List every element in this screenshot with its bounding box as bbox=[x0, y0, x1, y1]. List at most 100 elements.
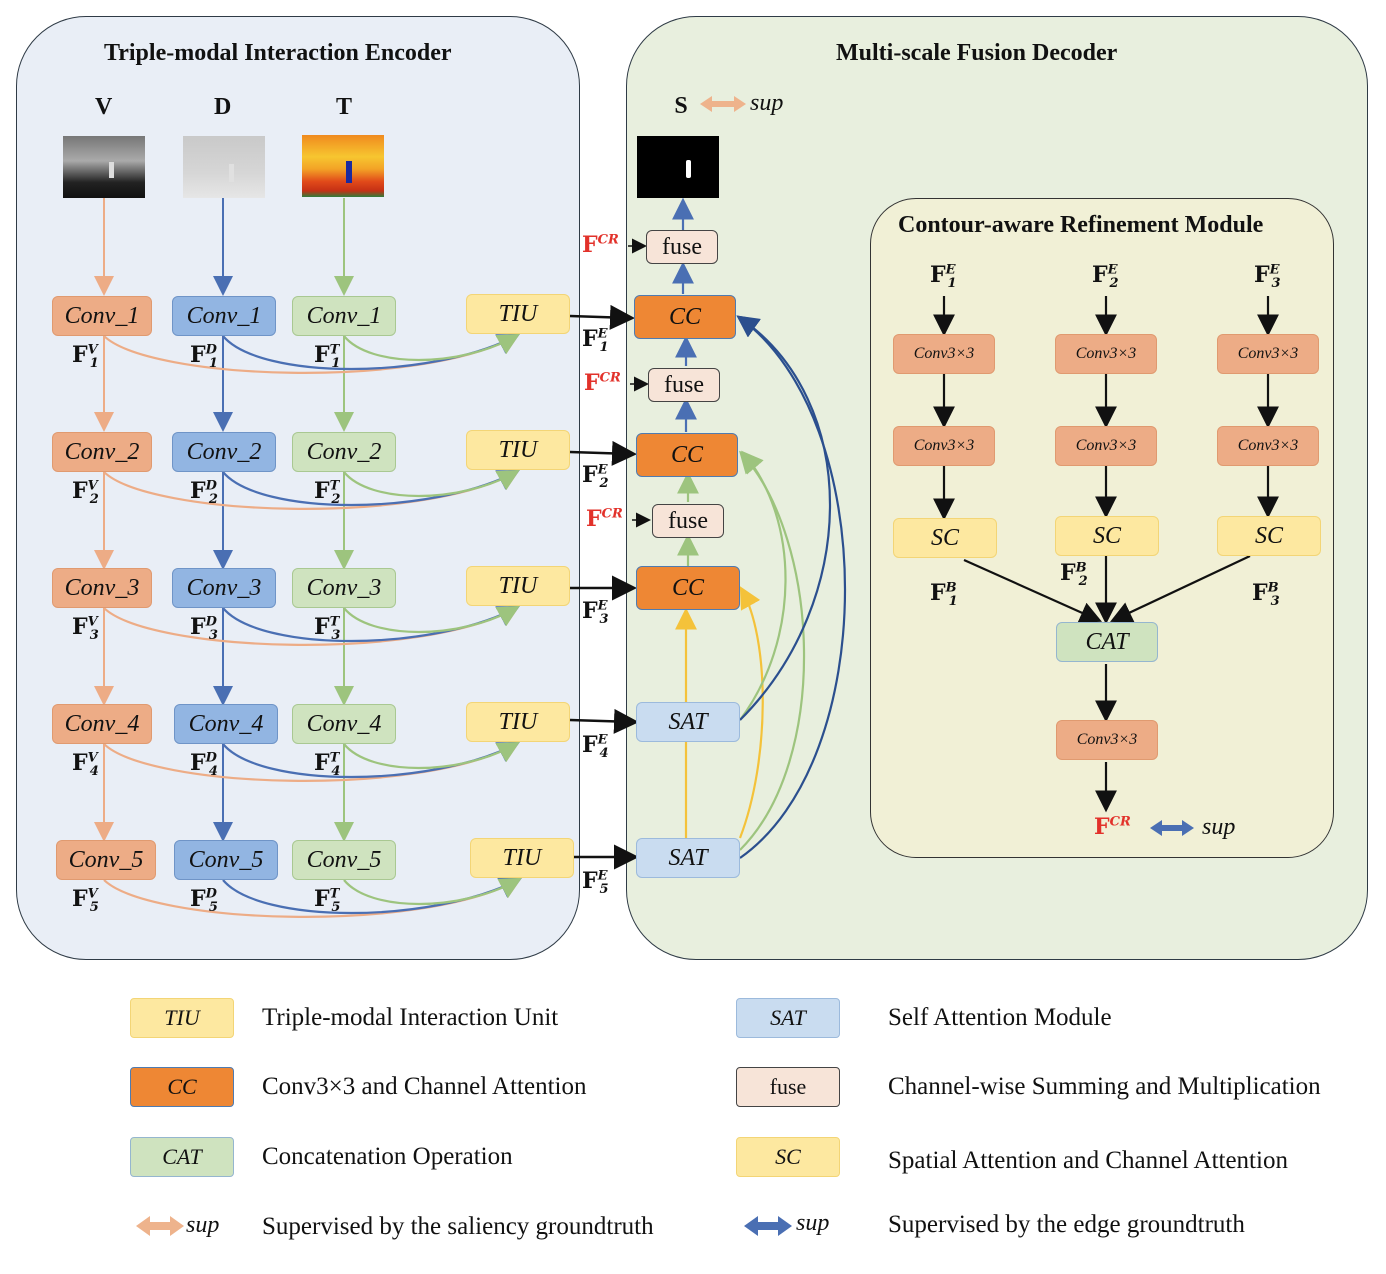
fuse-box-3: fuse bbox=[652, 504, 724, 538]
feature-label-d-4: FD4 bbox=[190, 750, 218, 780]
crm-output-conv: Conv3×3 bbox=[1056, 720, 1158, 760]
crm-sc-1: SC bbox=[893, 518, 997, 558]
saliency-output-image bbox=[637, 136, 719, 198]
thermal-input-image bbox=[302, 135, 384, 197]
feature-label-t-3: FT3 bbox=[314, 614, 341, 644]
tiu-box-2: TIU bbox=[466, 430, 570, 470]
crm-conv-1-1: Conv3×3 bbox=[893, 334, 995, 374]
conv-d-3: Conv_3 bbox=[172, 568, 276, 608]
legend-key-sc: SC bbox=[736, 1137, 840, 1177]
legend-text-4: Channel-wise Summing and Multiplication bbox=[888, 1073, 1321, 1100]
conv-t-3: Conv_3 bbox=[292, 568, 396, 608]
sat-box-2: SAT bbox=[636, 838, 740, 878]
feature-label-t-1: FT1 bbox=[314, 342, 341, 372]
crm-sup-label: sup bbox=[1202, 814, 1236, 840]
cc-box-3: CC bbox=[636, 566, 740, 610]
crm-conv-2-1: Conv3×3 bbox=[1055, 334, 1157, 374]
fuse-box-2: fuse bbox=[648, 368, 720, 402]
legend-key-fuse: fuse bbox=[736, 1067, 840, 1107]
sat-box-1: SAT bbox=[636, 702, 740, 742]
fuse-box-1: fuse bbox=[646, 230, 718, 264]
crm-fe-label-2: FE2 bbox=[1092, 262, 1119, 292]
legend-key-tiu: TIU bbox=[130, 998, 234, 1038]
conv-d-5: Conv_5 bbox=[174, 840, 278, 880]
modal-label-v: V bbox=[95, 94, 113, 120]
cc-box-1: CC bbox=[634, 295, 736, 339]
legend-sup-key-7: sup bbox=[186, 1212, 220, 1238]
tiu-input-curves bbox=[103, 333, 522, 918]
decoder-fe-label-5: FE5 bbox=[582, 868, 609, 898]
modal-label-t: T bbox=[336, 94, 353, 120]
conv-t-1: Conv_1 bbox=[292, 296, 396, 336]
tiu-to-decoder-arrows bbox=[569, 304, 639, 870]
decoder-fe-label-3: FE3 bbox=[582, 598, 609, 628]
saliency-sup-label: sup bbox=[750, 90, 784, 116]
crm-fb-label-3: FB3 bbox=[1252, 580, 1280, 610]
feature-label-t-4: FT4 bbox=[314, 750, 341, 780]
cc-box-2: CC bbox=[636, 433, 738, 477]
legend-text-5: Concatenation Operation bbox=[262, 1143, 513, 1170]
conv-v-2: Conv_2 bbox=[52, 432, 152, 472]
conv-v-1: Conv_1 bbox=[52, 296, 152, 336]
tiu-box-1: TIU bbox=[466, 294, 570, 334]
crm-title: Contour-aware Refinement Module bbox=[898, 212, 1264, 238]
crm-fe-label-1: FE1 bbox=[930, 262, 957, 292]
crm-fb-label-1: FB1 bbox=[930, 580, 958, 610]
feature-label-v-2: FV2 bbox=[72, 478, 99, 508]
conv-t-4: Conv_4 bbox=[292, 704, 396, 744]
legend-sup-key-8: sup bbox=[796, 1210, 830, 1236]
feature-label-d-5: FD5 bbox=[190, 886, 218, 916]
legend-text-2: Self Attention Module bbox=[888, 1004, 1112, 1031]
tiu-box-3: TIU bbox=[466, 566, 570, 606]
tiu-box-5: TIU bbox=[470, 838, 574, 878]
conv-t-5: Conv_5 bbox=[292, 840, 396, 880]
conv-t-2: Conv_2 bbox=[292, 432, 396, 472]
crm-arrows bbox=[933, 296, 1279, 813]
feature-label-v-1: FV1 bbox=[72, 342, 99, 372]
feature-label-v-5: FV5 bbox=[72, 886, 99, 916]
crm-sc-3: SC bbox=[1217, 516, 1321, 556]
modal-label-d: D bbox=[214, 94, 232, 120]
feature-label-d-2: FD2 bbox=[190, 478, 218, 508]
legend-text-8: Supervised by the edge groundtruth bbox=[888, 1211, 1245, 1238]
legend-text-7: Supervised by the saliency groundtruth bbox=[262, 1213, 654, 1240]
sup-double-arrows bbox=[136, 96, 1194, 1236]
encoder-title: Triple-modal Interaction Encoder bbox=[104, 40, 452, 66]
fcr-to-fuse-arrows bbox=[628, 238, 651, 528]
feature-label-t-2: FT2 bbox=[314, 478, 341, 508]
crm-conv-3-2: Conv3×3 bbox=[1217, 426, 1319, 466]
tiu-box-4: TIU bbox=[466, 702, 570, 742]
conv-d-2: Conv_2 bbox=[172, 432, 276, 472]
conv-v-5: Conv_5 bbox=[56, 840, 156, 880]
crm-conv-1-2: Conv3×3 bbox=[893, 426, 995, 466]
fcr-label-1: FCR bbox=[582, 232, 619, 258]
conv-v-3: Conv_3 bbox=[52, 568, 152, 608]
conv-d-4: Conv_4 bbox=[174, 704, 278, 744]
decoder-fe-label-1: FE1 bbox=[582, 326, 609, 356]
feature-label-d-3: FD3 bbox=[190, 614, 218, 644]
feature-label-v-3: FV3 bbox=[72, 614, 99, 644]
crm-output-fcr: FCR bbox=[1094, 814, 1131, 840]
feature-label-t-5: FT5 bbox=[314, 886, 341, 916]
legend-key-cc: CC bbox=[130, 1067, 234, 1107]
conv-d-1: Conv_1 bbox=[172, 296, 276, 336]
feature-label-d-1: FD1 bbox=[190, 342, 218, 372]
crm-conv-2-2: Conv3×3 bbox=[1055, 426, 1157, 466]
legend-key-cat: CAT bbox=[130, 1137, 234, 1177]
saliency-label: S bbox=[674, 92, 688, 119]
visible-input-image bbox=[63, 136, 145, 198]
feature-label-v-4: FV4 bbox=[72, 750, 99, 780]
decoder-title: Multi-scale Fusion Decoder bbox=[836, 40, 1118, 66]
fcr-label-3: FCR bbox=[586, 506, 623, 532]
crm-conv-3-1: Conv3×3 bbox=[1217, 334, 1319, 374]
legend-text-6: Spatial Attention and Channel Attention bbox=[888, 1147, 1288, 1174]
crm-sc-2: SC bbox=[1055, 516, 1159, 556]
crm-cat-box: CAT bbox=[1056, 622, 1158, 662]
crm-fb-label-2: FB2 bbox=[1060, 560, 1088, 590]
legend-text-1: Triple-modal Interaction Unit bbox=[262, 1004, 559, 1031]
crm-fe-label-3: FE3 bbox=[1254, 262, 1281, 292]
fcr-label-2: FCR bbox=[584, 370, 621, 396]
decoder-fe-label-2: FE2 bbox=[582, 462, 609, 492]
